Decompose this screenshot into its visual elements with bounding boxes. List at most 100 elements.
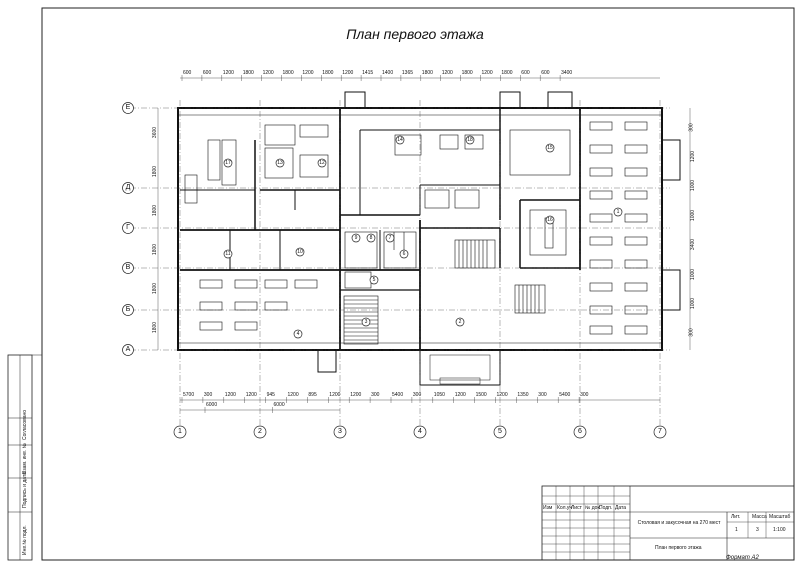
dimension-label: 1800 (152, 322, 159, 334)
dimension-label: 600 (202, 70, 212, 76)
dimension-label: 300 (203, 392, 213, 398)
kitchen-equipment (184, 124, 571, 256)
row-axis-label: Е (125, 104, 131, 111)
dimension-label: 600 (521, 70, 530, 76)
row-axis-label: Д (125, 184, 131, 191)
room-number: 10 (297, 249, 303, 255)
project-name: Столовая и закусочная на 270 мест (637, 520, 721, 526)
room-number: 16 (547, 217, 553, 223)
side-stamp-label: Согласовано (22, 409, 28, 440)
stage-value: 1 (735, 527, 738, 533)
stage-value: 1:100 (773, 527, 786, 533)
row-axis-label: Г (126, 224, 130, 231)
column-axis-label: 6 (578, 428, 582, 435)
dimension-label: 1800 (152, 244, 159, 256)
dimension-label: 300 (688, 328, 695, 337)
room-number: 11 (225, 251, 231, 257)
dimension-label: 1800 (242, 70, 254, 76)
side-stamp-label: Подпись и дата (22, 472, 28, 508)
stage-value: 3 (756, 527, 759, 533)
column-axis-label: 7 (658, 428, 662, 435)
column-axis-label: 1 (178, 428, 182, 435)
dimension-label: 1800 (282, 70, 294, 76)
dimension-label: 1800 (152, 204, 159, 216)
title-block-header: Лист (571, 505, 582, 511)
room-number: 14 (397, 137, 403, 143)
dimension-label: 1500 (475, 392, 487, 398)
dining-tables-left (199, 279, 318, 331)
side-stamp-label: Инв.№ подл. (22, 525, 28, 555)
title-block-header: Дата (615, 505, 627, 511)
dimension-label: 1200 (302, 70, 314, 76)
room-number: 13 (277, 160, 283, 166)
sheet-title: План первого этажа (655, 545, 702, 551)
dimension-label: 1200 (329, 392, 341, 398)
title-block-header: Подп. (599, 505, 613, 511)
dimension-label: 6000 (273, 402, 285, 408)
dimension-label: 1800 (461, 70, 473, 76)
dimension-label: 1365 (401, 70, 414, 76)
room-number: 3 (364, 319, 368, 325)
dimension-label: 300 (412, 392, 422, 398)
room-number: 17 (225, 160, 231, 166)
row-axis-label: Б (125, 306, 131, 313)
dimension-lines (157, 75, 691, 413)
row-axis-label: В (125, 264, 131, 271)
stairs (343, 239, 546, 345)
room-number: 5 (372, 277, 376, 283)
room-number: 18 (467, 137, 473, 143)
title-block-header: № док. (585, 505, 602, 511)
dimension-label: 1200 (224, 392, 236, 398)
dimension-label: 1050 (433, 392, 445, 398)
dimension-label: 1200 (245, 392, 257, 398)
room-number: 7 (388, 235, 392, 241)
room-number: 1 (616, 209, 620, 215)
row-axis-label: А (125, 346, 131, 353)
dimension-label: 5400 (392, 392, 404, 398)
dimension-label: 945 (266, 392, 275, 398)
column-axis-label: 3 (338, 428, 342, 435)
title-block (541, 485, 795, 561)
column-axis-label: 2 (258, 428, 262, 435)
dimension-label: 1800 (152, 283, 159, 295)
dimension-label: 1800 (421, 70, 433, 76)
dimension-label: 1800 (501, 70, 513, 76)
dimension-label: 300 (371, 392, 380, 398)
axis-grid (122, 100, 670, 439)
dimension-label: 1350 (517, 392, 529, 398)
column-axis-label: 5 (498, 428, 502, 435)
dimension-label: 1000 (690, 180, 697, 192)
dimension-label: 1200 (441, 70, 453, 76)
room-number: 9 (354, 235, 358, 241)
dimension-label: 300 (580, 392, 589, 398)
room-number: 15 (547, 145, 553, 151)
dimension-label: 1200 (222, 70, 234, 76)
room-number: 4 (296, 331, 300, 337)
dimension-label: 1200 (350, 392, 362, 398)
stage-header: Лит. (731, 514, 741, 520)
dimension-label: 1400 (382, 70, 394, 76)
room-number: 12 (319, 160, 325, 166)
dimension-label: 1200 (262, 70, 274, 76)
dimension-label: 1800 (152, 165, 159, 177)
sheet-format: Формат А2 (726, 555, 759, 561)
dimension-label: 1000 (690, 297, 697, 309)
dimension-label: 600 (541, 70, 550, 76)
dimension-label: 1200 (454, 392, 466, 398)
dimension-label: 1200 (690, 151, 697, 163)
side-stamp-label: Взам. инв. № (22, 443, 28, 474)
title-block-header: Изм (543, 505, 553, 511)
dimension-label: 3400 (690, 239, 697, 251)
dimension-label: 5700 (183, 392, 195, 398)
dimension-label: 600 (183, 70, 192, 76)
dimension-label: 895 (308, 392, 317, 398)
drawing-title: План первого этажа (346, 26, 484, 42)
room-number: 8 (369, 235, 373, 241)
title-block-header: Кол.уч (557, 505, 572, 511)
dimension-label: 1200 (287, 392, 299, 398)
dimension-label: 1000 (690, 268, 697, 280)
dimension-label: 300 (688, 123, 695, 132)
dimension-label: 300 (538, 392, 547, 398)
